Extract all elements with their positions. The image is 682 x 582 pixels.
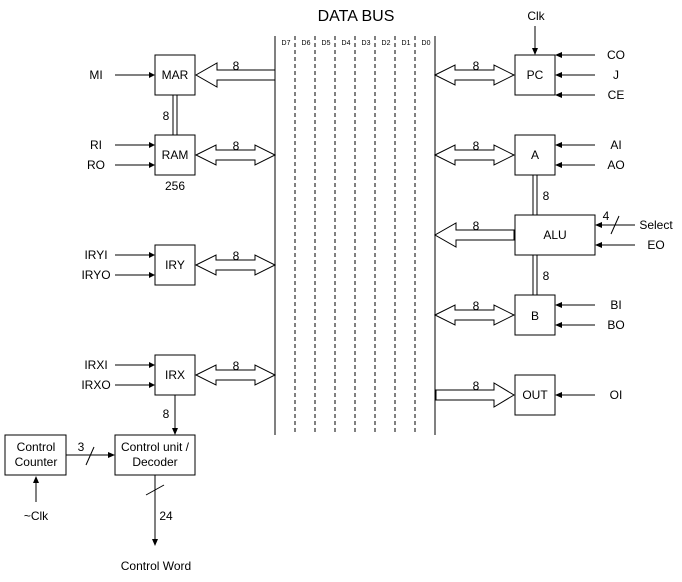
ce-signal-label: CE	[608, 88, 625, 102]
bus-to-out-arrow	[435, 382, 515, 408]
bus-bit-labels: D7 D6 D5 D4 D3 D2 D1 D0	[282, 40, 431, 47]
pc-label: PC	[527, 68, 544, 82]
width-label: 8	[163, 109, 170, 123]
clk-signal-label: Clk	[527, 9, 545, 23]
width-label: 24	[159, 509, 173, 523]
bus-bit-label: D0	[422, 40, 431, 47]
ao-signal-label: AO	[607, 158, 624, 172]
alu-block	[514, 214, 596, 256]
bus-bit-label: D2	[382, 40, 391, 47]
mar-label: MAR	[162, 68, 189, 82]
eo-signal-label: EO	[647, 238, 664, 252]
b-bus-arrow	[433, 304, 516, 326]
a-register-block	[514, 134, 556, 176]
control-unit-label: Control unit /	[121, 440, 190, 454]
ram-size-label: 256	[165, 179, 185, 193]
bi-signal-label: BI	[610, 298, 621, 312]
bus-bit-label: D4	[342, 40, 351, 47]
width-label: 3	[78, 440, 85, 454]
width-label: 8	[163, 407, 170, 421]
nclk-signal-label: ~Clk	[24, 509, 49, 523]
iryo-signal-label: IRYO	[81, 268, 110, 282]
bus-bit-label: D6	[302, 40, 311, 47]
oi-signal-label: OI	[610, 388, 623, 402]
width-label: 8	[543, 269, 550, 283]
width-label: 4	[603, 209, 610, 223]
width-label: 8	[473, 299, 480, 313]
width-label: 8	[233, 359, 240, 373]
iry-bus-arrow	[194, 254, 277, 276]
control-word-label: Control Word	[121, 559, 191, 573]
iryi-signal-label: IRYI	[84, 248, 107, 262]
ro-signal-label: RO	[87, 158, 105, 172]
co-signal-label: CO	[607, 48, 625, 62]
bus-bit-label: D3	[362, 40, 371, 47]
ai-signal-label: AI	[610, 138, 621, 152]
a-bus-arrow	[433, 144, 516, 166]
control-counter-label: Control	[17, 440, 56, 454]
ram-bus-arrow	[194, 144, 277, 166]
iry-block	[154, 244, 196, 286]
width-label: 8	[233, 59, 240, 73]
irx-bus-arrow	[194, 364, 277, 386]
bus-bit-label: D7	[282, 40, 291, 47]
irxo-signal-label: IRXO	[81, 378, 110, 392]
pc-block	[514, 54, 556, 96]
data-bus	[274, 36, 436, 435]
ram-label: RAM	[162, 148, 189, 162]
width-label: 8	[473, 379, 480, 393]
out-label: OUT	[522, 388, 548, 402]
irx-label: IRX	[165, 368, 185, 382]
width-label: 8	[473, 219, 480, 233]
alu-label: ALU	[543, 228, 566, 242]
control-unit-label: Decoder	[132, 455, 177, 469]
bo-signal-label: BO	[607, 318, 624, 332]
width-label: 8	[473, 139, 480, 153]
control-unit-block	[114, 434, 196, 476]
b-register-label: B	[531, 309, 539, 323]
irxi-signal-label: IRXI	[84, 358, 107, 372]
ri-signal-label: RI	[90, 138, 102, 152]
width-label: 8	[543, 189, 550, 203]
control-counter-label: Counter	[15, 455, 58, 469]
bus-bit-label: D5	[322, 40, 331, 47]
bus-bit-label: D1	[402, 40, 411, 47]
control-counter-block	[4, 434, 67, 476]
a-register-label: A	[531, 148, 539, 162]
bus-to-mar-arrow	[194, 62, 276, 88]
pc-bus-arrow	[433, 64, 516, 86]
width-label: 8	[233, 249, 240, 263]
alu-to-bus-arrow	[433, 222, 515, 248]
out-block	[514, 374, 556, 416]
iry-label: IRY	[165, 258, 185, 272]
irx-block	[154, 354, 196, 396]
mi-signal-label: MI	[89, 68, 102, 82]
width-label: 8	[473, 59, 480, 73]
width-label: 8	[233, 139, 240, 153]
j-signal-label: J	[613, 68, 619, 82]
select-signal-label: Select	[639, 218, 673, 232]
data-bus-title: DATA BUS	[318, 8, 395, 25]
